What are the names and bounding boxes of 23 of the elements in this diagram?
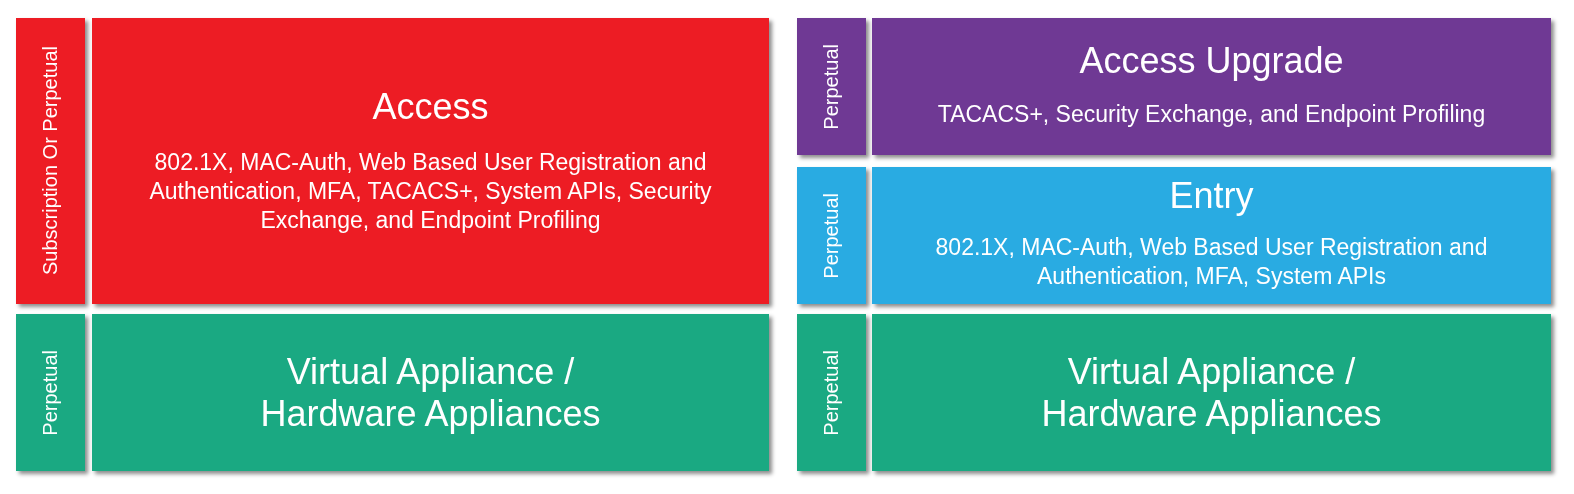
feature-list: 802.1X, MAC-Auth, Web Based User Registration and Authentication, MFA, TACACS+, System APIs, Security Exchange, and Endpoint Profiling	[105, 148, 756, 235]
tier-title: Virtual Appliance / Hardware Appliances	[259, 350, 602, 435]
license-label: Perpetual	[820, 192, 843, 279]
license-side-bar	[797, 18, 866, 155]
tier-box	[92, 314, 769, 471]
tier-title: Virtual Appliance / Hardware Appliances	[1040, 350, 1383, 435]
license-side-bar	[797, 167, 866, 304]
tier-box	[872, 167, 1551, 304]
tier-box	[872, 314, 1551, 471]
license-side-bar	[797, 314, 866, 471]
tier-title: Access	[372, 86, 489, 128]
tier-box	[872, 18, 1551, 155]
tier-title: Entry	[1169, 175, 1254, 217]
license-label: Perpetual	[39, 349, 62, 436]
license-label: Subscription Or Perpetual	[39, 46, 62, 276]
license-side-bar	[16, 314, 85, 471]
license-side-bar	[16, 18, 85, 304]
license-label: Perpetual	[820, 43, 843, 130]
license-label: Perpetual	[820, 349, 843, 436]
tier-box	[92, 18, 769, 304]
feature-list: TACACS+, Security Exchange, and Endpoint Profiling	[937, 100, 1486, 129]
feature-list: 802.1X, MAC-Auth, Web Based User Registration and Authentication, MFA, System APIs	[886, 233, 1537, 291]
tier-title: Access Upgrade	[1079, 40, 1344, 82]
